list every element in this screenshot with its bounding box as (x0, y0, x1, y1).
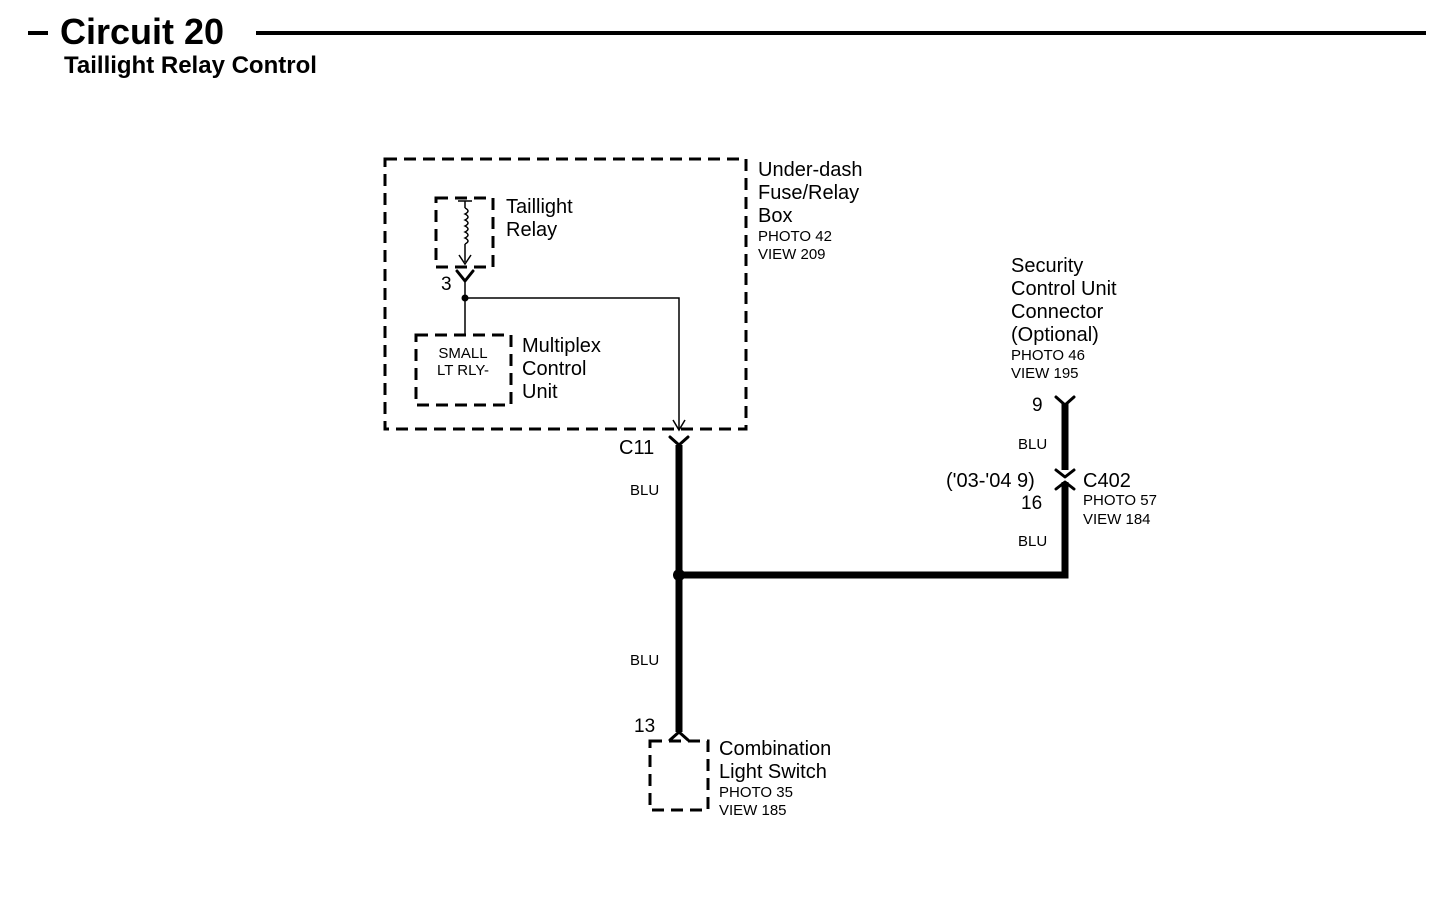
relay-name-2: Relay (506, 219, 557, 241)
c402-connector-lower (1054, 480, 1076, 491)
fuse-box-photo: PHOTO 42 (758, 228, 832, 245)
mcu-name-2: Control (522, 358, 586, 380)
fuse-box-name-3: Box (758, 205, 792, 227)
switch-pin-number: 13 (634, 716, 655, 737)
fuse-box-name-2: Fuse/Relay (758, 182, 859, 204)
relay-coil-icon (458, 200, 472, 266)
c402-connector-upper (1054, 468, 1076, 479)
fuse-box-outline (383, 157, 748, 431)
branch-wire-to-c402 (679, 482, 1069, 579)
security-name-1: Security (1011, 255, 1083, 277)
c11-connector (668, 435, 690, 447)
relay-to-c11-wire (465, 297, 680, 430)
mcu-inner-1: SMALL (438, 345, 487, 362)
security-name-2: Control Unit (1011, 278, 1117, 300)
page-title: Circuit 20 (60, 11, 224, 52)
mcu-name-3: Unit (522, 381, 558, 403)
c402-name: C402 (1083, 470, 1131, 492)
mcu-outline (414, 333, 513, 407)
mcu-name-1: Multiplex (522, 335, 601, 357)
switch-photo: PHOTO 35 (719, 784, 793, 801)
relay-name-1: Taillight (506, 196, 573, 218)
security-name-3: Connector (1011, 301, 1104, 323)
wire-label-w4: BLU (1018, 533, 1047, 550)
wire-label-w2: BLU (1018, 436, 1047, 453)
security-pin-number: 9 (1032, 395, 1043, 416)
c11-arrow (672, 419, 686, 432)
c402-pin-number: 16 (1021, 493, 1042, 514)
page-subtitle: Taillight Relay Control (64, 52, 317, 79)
c11-label: C11 (619, 437, 654, 459)
switch-view: VIEW 185 (719, 802, 787, 819)
fuse-box-view: VIEW 209 (758, 246, 826, 263)
security-photo: PHOTO 46 (1011, 347, 1085, 364)
c402-view: VIEW 184 (1083, 511, 1151, 528)
taillight-relay-outline (434, 196, 495, 269)
wire-label-w3: BLU (630, 652, 659, 669)
relay-pin-connector (455, 269, 475, 283)
wire-label-w1: BLU (630, 482, 659, 499)
switch-name-2: Light Switch (719, 761, 827, 783)
fuse-box-name-1: Under-dash (758, 159, 863, 181)
mcu-inner-2: LT RLY- (437, 362, 489, 379)
switch-name-1: Combination (719, 738, 831, 760)
c402-photo: PHOTO 57 (1083, 492, 1157, 509)
switch-pin-connector (668, 730, 690, 742)
switch-outline (648, 739, 710, 812)
c402-pin-note: ('03-'04 9) (946, 470, 1035, 492)
security-pin-connector (1054, 395, 1076, 407)
security-view: VIEW 195 (1011, 365, 1079, 382)
relay-pin-number: 3 (441, 274, 452, 295)
security-name-4: (Optional) (1011, 324, 1099, 346)
